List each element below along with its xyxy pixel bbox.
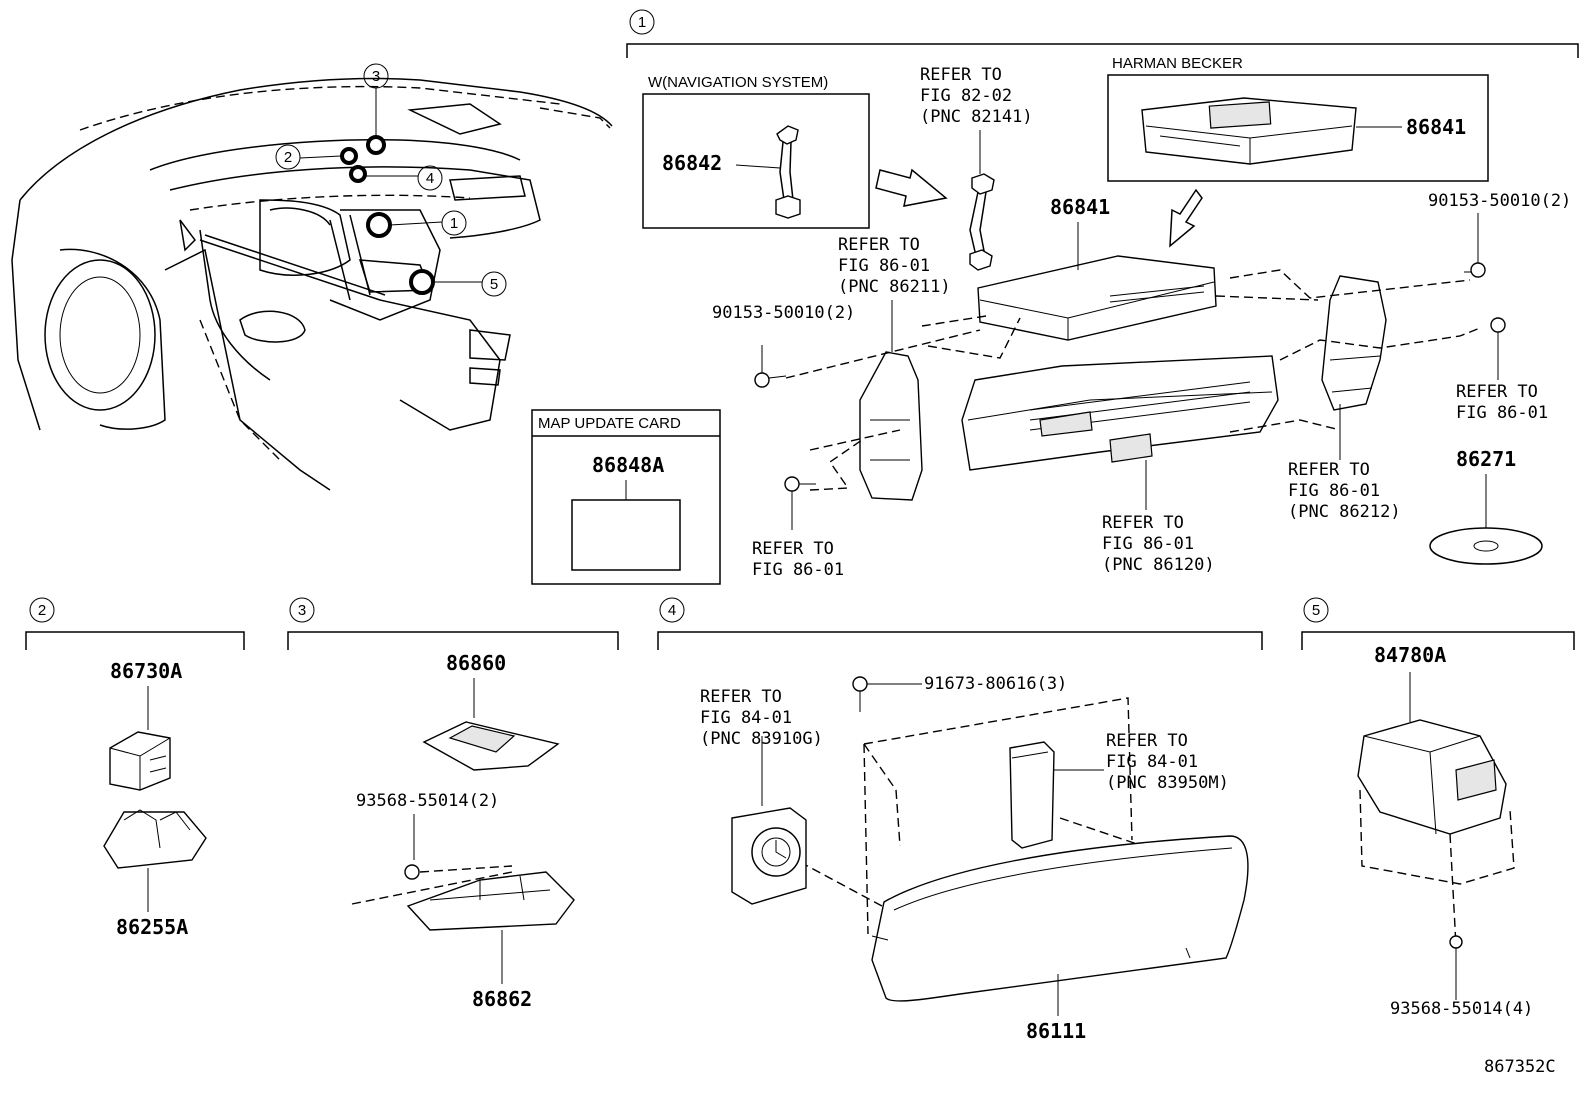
part-86862: 86862 bbox=[472, 987, 532, 1011]
svg-text:2: 2 bbox=[38, 602, 46, 619]
svg-text:FIG 86-01: FIG 86-01 bbox=[1102, 534, 1194, 554]
svg-text:HARMAN BECKER: HARMAN BECKER bbox=[1112, 55, 1243, 72]
svg-text:FIG 84-01: FIG 84-01 bbox=[1106, 752, 1198, 772]
head-unit-86841: 86841 bbox=[977, 195, 1217, 341]
svg-text:5: 5 bbox=[490, 276, 498, 293]
screw-90153-left: 90153-50010(2) bbox=[712, 303, 855, 388]
part-84780A: 84780A bbox=[1374, 643, 1446, 667]
part-86730A: 86730A bbox=[110, 659, 182, 683]
svg-text:REFER TO: REFER TO bbox=[838, 235, 920, 255]
section-1-header: 1 bbox=[626, 9, 1579, 58]
svg-text:MAP UPDATE CARD: MAP UPDATE CARD bbox=[538, 415, 681, 432]
svg-text:(PNC 82141): (PNC 82141) bbox=[920, 107, 1033, 127]
car-interior-illustration bbox=[11, 77, 613, 491]
callout-1: 1 bbox=[441, 210, 467, 236]
refer-86212: REFER TO FIG 86-01 (PNC 86212) bbox=[1288, 404, 1401, 522]
svg-text:W(NAVIGATION SYSTEM): W(NAVIGATION SYSTEM) bbox=[648, 74, 828, 91]
svg-text:(PNC 86120): (PNC 86120) bbox=[1102, 555, 1215, 575]
callout-3: 3 bbox=[363, 63, 389, 89]
svg-text:90153-50010(2): 90153-50010(2) bbox=[1428, 191, 1571, 211]
svg-text:3: 3 bbox=[298, 602, 306, 619]
figure-id: 867352C bbox=[1484, 1057, 1556, 1077]
svg-text:REFER TO: REFER TO bbox=[1106, 731, 1188, 751]
refer-82141: REFER TO FIG 82-02 (PNC 82141) bbox=[920, 65, 1033, 127]
screw-lower-left bbox=[784, 476, 816, 530]
svg-text:FIG 86-01: FIG 86-01 bbox=[1288, 481, 1380, 501]
svg-text:FIG 86-01: FIG 86-01 bbox=[752, 560, 844, 580]
callout-4: 4 bbox=[417, 165, 443, 191]
svg-text:4: 4 bbox=[668, 602, 676, 619]
svg-text:3: 3 bbox=[372, 68, 380, 85]
alignment-lines-s1 bbox=[785, 269, 1481, 491]
svg-text:90153-50010(2): 90153-50010(2) bbox=[712, 303, 855, 323]
svg-text:2: 2 bbox=[284, 149, 292, 166]
svg-text:86271: 86271 bbox=[1456, 447, 1516, 471]
callout-5: 5 bbox=[481, 271, 507, 297]
section-2: 2 86730A 86255A bbox=[25, 597, 245, 939]
svg-text:93568-55014(2): 93568-55014(2) bbox=[356, 791, 499, 811]
svg-text:1: 1 bbox=[638, 14, 646, 31]
section-3: 3 86860 93568-55014(2) 86862 bbox=[287, 597, 619, 1011]
part-86848A: 86848A bbox=[592, 453, 664, 477]
cable-82141 bbox=[969, 130, 995, 271]
svg-text:5: 5 bbox=[1312, 602, 1320, 619]
refer-86211: REFER TO FIG 86-01 (PNC 86211) bbox=[838, 235, 951, 352]
svg-text:REFER TO: REFER TO bbox=[1456, 382, 1538, 402]
svg-text:REFER TO: REFER TO bbox=[700, 687, 782, 707]
svg-text:FIG 86-01: FIG 86-01 bbox=[1456, 403, 1548, 423]
svg-text:FIG 86-01: FIG 86-01 bbox=[838, 256, 930, 276]
svg-text:REFER TO: REFER TO bbox=[1288, 460, 1370, 480]
section-4: 4 91673-80616(3) REFER TO FIG 84-01 (PNC… bbox=[657, 597, 1263, 1043]
bracket-assembly bbox=[859, 275, 1387, 501]
svg-text:FIG 84-01: FIG 84-01 bbox=[700, 708, 792, 728]
arrow-right-icon bbox=[875, 168, 948, 207]
svg-text:FIG 82-02: FIG 82-02 bbox=[920, 86, 1012, 106]
svg-text:93568-55014(4): 93568-55014(4) bbox=[1390, 999, 1533, 1019]
part-86255A: 86255A bbox=[116, 915, 188, 939]
part-86841: 86841 bbox=[1050, 195, 1110, 219]
map-update-card-box: MAP UPDATE CARD 86848A bbox=[531, 409, 721, 585]
screw-90153-right: 90153-50010(2) bbox=[1428, 191, 1571, 278]
svg-text:1: 1 bbox=[450, 215, 458, 232]
arrow-down-left-icon bbox=[1169, 188, 1203, 248]
section-5: 5 84780A 93568-55014(4) bbox=[1301, 597, 1575, 1019]
part-86841-harman: 86841 bbox=[1406, 115, 1466, 139]
screw-right-lower bbox=[1490, 317, 1506, 380]
refer-86120: REFER TO FIG 86-01 (PNC 86120) bbox=[1102, 460, 1215, 575]
svg-text:(PNC 86211): (PNC 86211) bbox=[838, 277, 951, 297]
refer-8601-left: REFER TO FIG 86-01 bbox=[752, 539, 844, 580]
part-86111: 86111 bbox=[1026, 1019, 1086, 1043]
disc-86271: 86271 bbox=[1429, 447, 1543, 565]
svg-text:REFER TO: REFER TO bbox=[920, 65, 1002, 85]
svg-text:(PNC 83910G): (PNC 83910G) bbox=[700, 729, 823, 749]
svg-text:91673-80616(3): 91673-80616(3) bbox=[924, 674, 1067, 694]
harman-becker-box: HARMAN BECKER 86841 bbox=[1107, 55, 1489, 182]
callout-2: 2 bbox=[275, 144, 301, 170]
svg-text:4: 4 bbox=[426, 170, 434, 187]
svg-text:(PNC 86212): (PNC 86212) bbox=[1288, 502, 1401, 522]
part-86842: 86842 bbox=[662, 151, 722, 175]
svg-text:(PNC 83950M): (PNC 83950M) bbox=[1106, 773, 1229, 793]
part-86860: 86860 bbox=[446, 651, 506, 675]
svg-text:REFER TO: REFER TO bbox=[1102, 513, 1184, 533]
refer-8601-right: REFER TO FIG 86-01 bbox=[1456, 382, 1548, 423]
navigation-system-box: W(NAVIGATION SYSTEM) 86842 bbox=[642, 74, 870, 229]
svg-text:REFER TO: REFER TO bbox=[752, 539, 834, 559]
